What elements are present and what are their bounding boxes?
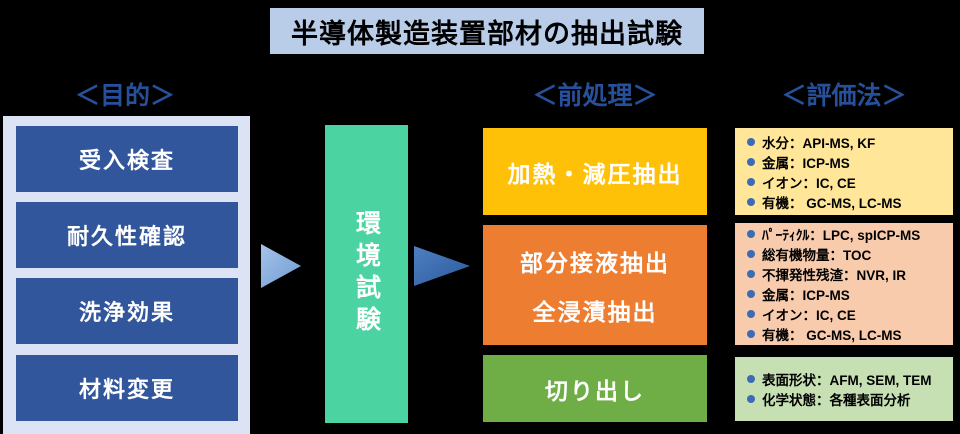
pretreatment-box-heating-vacuum-label: 加熱・減圧抽出 xyxy=(507,160,683,187)
bullet-icon xyxy=(747,250,755,258)
eval-item-text: 表面形状：AFM, SEM, TEM xyxy=(762,373,932,388)
purpose-item-cleaning-effect: 洗浄効果 xyxy=(16,278,238,344)
eval-item: 化学状態：各種表面分析 xyxy=(747,389,953,409)
pretreatment-header: ＜前処理＞ xyxy=(532,82,658,110)
eval-item: イオン：IC, CE xyxy=(747,172,953,192)
bullet-icon xyxy=(747,157,755,166)
bullet-icon xyxy=(747,395,755,403)
eval-item-text: 化学状態：各種表面分析 xyxy=(762,393,911,408)
pretreatment-box-cutting: 切り出し xyxy=(483,355,707,422)
eval-item-text: 有機： GC-MS, LC-MS xyxy=(762,328,902,343)
evaluation-panel-heating: 水分：API-MS, KF 金属：ICP-MS イオン：IC, CE 有機： G… xyxy=(735,128,953,215)
evaluation-panel-surface: 表面形状：AFM, SEM, TEM 化学状態：各種表面分析 xyxy=(735,357,953,421)
bullet-icon xyxy=(747,375,755,383)
pretreatment-partial-contact-label: 部分接液抽出 xyxy=(520,249,670,276)
environment-test-box: 環境試験 xyxy=(325,125,408,423)
eval-item-text: イオン：IC, CE xyxy=(762,308,856,323)
purpose-item-incoming-inspection: 受入検査 xyxy=(16,126,238,192)
bullet-icon xyxy=(747,270,755,278)
pretreatment-box-heating-vacuum: 加熱・減圧抽出 xyxy=(483,128,707,215)
purpose-item-durability-check: 耐久性確認 xyxy=(16,202,238,268)
pretreatment-box-cutting-label: 切り出し xyxy=(545,377,645,404)
diagram-title-text: 半導体製造装置部材の抽出試験 xyxy=(291,18,683,49)
eval-item-text: 金属：ICP-MS xyxy=(762,288,850,303)
eval-item: 水分：API-MS, KF xyxy=(747,132,953,152)
eval-item-text: ﾊﾟｰﾃｨｸﾙ：LPC, spICP-MS xyxy=(762,228,921,243)
evaluation-header: ＜評価法＞ xyxy=(781,82,907,110)
bullet-icon xyxy=(747,230,755,238)
flow-arrow-right-icon xyxy=(414,246,470,286)
purpose-header: ＜目的＞ xyxy=(74,82,175,110)
purpose-item-material-change: 材料変更 xyxy=(16,355,238,421)
bullet-icon xyxy=(747,330,755,338)
eval-item-text: 有機： GC-MS, LC-MS xyxy=(762,195,902,211)
eval-item-text: イオン：IC, CE xyxy=(762,175,856,191)
bullet-icon xyxy=(747,197,755,206)
flow-arrow-left-icon xyxy=(261,244,301,288)
eval-item-text: 不揮発性残渣：NVR, IR xyxy=(762,268,907,283)
eval-item-text: 金属：ICP-MS xyxy=(762,155,850,171)
eval-item: 金属：ICP-MS xyxy=(747,284,953,304)
eval-item: 有機： GC-MS, LC-MS xyxy=(747,324,953,344)
bullet-icon xyxy=(747,137,755,146)
eval-item: 金属：ICP-MS xyxy=(747,152,953,172)
eval-item-text: 総有機物量：TOC xyxy=(762,248,872,263)
pretreatment-box-immersion: 部分接液抽出 全浸漬抽出 xyxy=(483,225,707,345)
eval-item: 表面形状：AFM, SEM, TEM xyxy=(747,369,953,389)
purpose-panel: 受入検査 耐久性確認 洗浄効果 材料変更 xyxy=(3,116,250,434)
eval-item: イオン：IC, CE xyxy=(747,304,953,324)
eval-item: ﾊﾟｰﾃｨｸﾙ：LPC, spICP-MS xyxy=(747,224,953,244)
eval-item: 総有機物量：TOC xyxy=(747,244,953,264)
evaluation-panel-immersion: ﾊﾟｰﾃｨｸﾙ：LPC, spICP-MS 総有機物量：TOC 不揮発性残渣：N… xyxy=(735,223,953,345)
eval-item-text: 水分：API-MS, KF xyxy=(762,135,876,151)
bullet-icon xyxy=(747,177,755,186)
pretreatment-full-immersion-label: 全浸漬抽出 xyxy=(532,298,658,325)
eval-item: 有機： GC-MS, LC-MS xyxy=(747,192,953,212)
bullet-icon xyxy=(747,310,755,318)
environment-test-label: 環境試験 xyxy=(352,210,381,338)
diagram-title: 半導体製造装置部材の抽出試験 xyxy=(268,6,706,56)
eval-item: 不揮発性残渣：NVR, IR xyxy=(747,264,953,284)
bullet-icon xyxy=(747,290,755,298)
